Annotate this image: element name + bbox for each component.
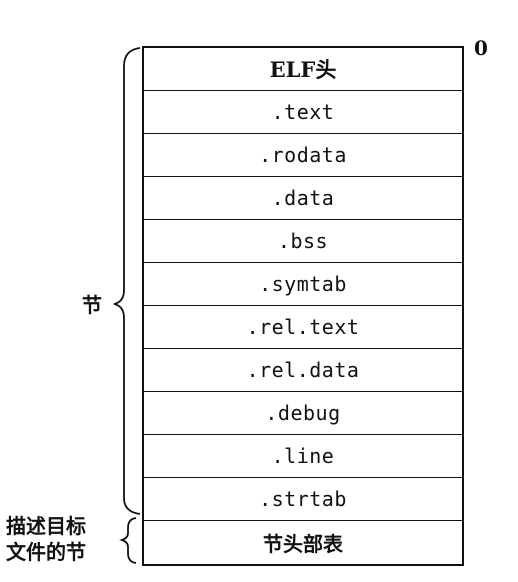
row-section-header-table: 节头部表 [263, 532, 343, 556]
row-elf-header: ELF头 [144, 48, 462, 91]
sections-brace [113, 47, 141, 515]
row-data: .data [144, 177, 462, 220]
row-rodata: .rodata [144, 134, 462, 177]
row-debug: .debug [144, 392, 462, 435]
row-strtab: .strtab [144, 478, 462, 521]
section-header-table-label: 描述目标 文件的节 [6, 513, 118, 565]
elf-layout-table: ELF头 .text .rodata .data .bss .symtab .r… [142, 46, 464, 566]
row-bss: .bss [144, 220, 462, 263]
row-rel-text: .rel.text [144, 306, 462, 349]
offset-zero-label: 0 [474, 36, 488, 60]
sections-label: 节 [82, 293, 102, 317]
row-text: .text [144, 91, 462, 134]
section-header-table-label-line1: 描述目标 [6, 514, 86, 538]
row-symtab: .symtab [144, 263, 462, 306]
row-line: .line [144, 435, 462, 478]
row-rel-data: .rel.data [144, 349, 462, 392]
section-header-table-label-line2: 文件的节 [6, 540, 86, 564]
section-header-table-brace [119, 517, 137, 564]
